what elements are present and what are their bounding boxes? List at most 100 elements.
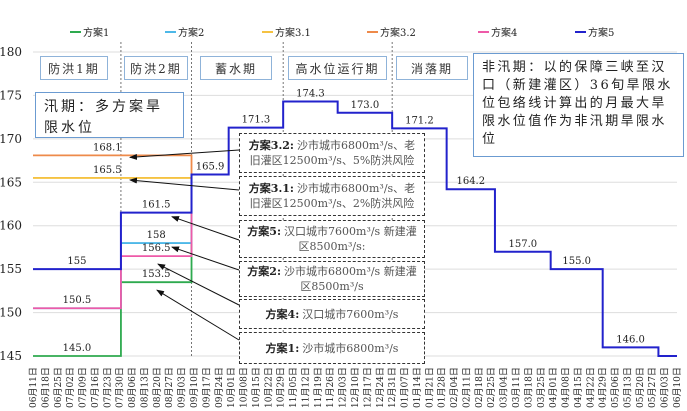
annotation-plan-3-1: 方案3.1:沙市城市6800m³/s、老旧灌区12500m³/s、2%防洪风险 [239,176,425,216]
annotation-title: 方案3.2: [248,139,294,152]
period-drawdown: 消落期 [396,56,468,80]
x-tick-label: 08月27日 [164,367,175,408]
annotation-title: 方案1: [265,341,300,355]
x-tick-label: 11月26日 [325,367,336,408]
y-tick-label: 155 [0,262,22,276]
x-tick-label: 05月06日 [610,367,621,408]
legend-item: 方案3.1 [262,24,311,39]
data-label: 153.5 [142,269,171,280]
x-tick-label: 05月13日 [622,367,633,408]
x-tick-label: 02月25日 [486,367,497,408]
period-storage: 蓄水期 [200,56,272,80]
x-tick-label: 03月11日 [511,367,522,408]
x-tick-label: 12月24日 [375,367,386,408]
x-tick-label: 07月23日 [102,367,113,408]
annotation-title: 方案4: [265,307,300,321]
x-tick-label: 04月29日 [598,367,609,408]
annotation-text: 汉口城市7600m³/s 新建灌区8500m³/s: [284,225,417,253]
legend-swatch [262,30,273,33]
data-label: 161.5 [142,200,171,211]
data-label: 171.3 [242,115,271,126]
data-label: 165.5 [93,165,122,176]
annotation-arrow [129,177,240,191]
x-tick-label: 06月10日 [672,367,683,408]
x-tick-label: 10月15日 [251,367,262,408]
annotation-text: 沙市城市6800m³/s、老旧灌区12500m³/s、2%防洪风险 [249,182,416,210]
annotation-plan-5: 方案5:汉口城市7600m³/s 新建灌区8500m³/s: [239,220,425,258]
data-label: 155 [67,256,86,267]
data-label: 174.3 [296,89,325,100]
annotation-arrow [171,216,240,241]
data-label: 156.5 [142,243,171,254]
annotation-plan-4: 方案4:汉口城市7600m³/s [239,299,425,329]
x-tick-label: 06月25日 [53,367,64,408]
y-tick-label: 170 [0,132,22,146]
legend-label: 方案1 [83,28,110,39]
x-tick-label: 11月12日 [300,367,311,408]
y-tick-label: 150 [0,306,22,320]
x-tick-label: 09月10日 [189,367,200,408]
x-tick-label: 09月03日 [177,367,188,408]
annotation-text: 沙市城市6800m³/s、老旧灌区12500m³/s、5%防洪风险 [249,139,416,167]
x-tick-label: 01月21日 [424,367,435,408]
legend-label: 方案3.2 [380,28,416,39]
y-tick-label: 165 [0,175,22,189]
x-tick-label: 05月27日 [647,367,658,408]
x-tick-label: 06月11日 [28,367,39,408]
period-flood-1: 防洪1期 [40,56,108,80]
annotation-arrow [156,289,240,341]
data-label: 173.0 [351,100,380,111]
legend-item: 方案5 [575,24,614,39]
x-tick-label: 09月17日 [201,367,212,408]
data-label: 150.5 [63,295,92,306]
period-high-level: 高水位运行期 [288,56,387,80]
legend-item: 方案3.2 [367,24,416,39]
legend-label: 方案3.1 [275,28,311,39]
annotation-arrow [129,149,240,160]
non-flood-season-note: 非汛期：以的保障三峡至汉口（新建灌区）36旬旱限水位包络线计算出的月最大旱限水位… [473,53,684,157]
x-tick-label: 03月04日 [499,367,510,408]
x-tick-label: 11月19日 [313,367,324,408]
x-tick-label: 02月11日 [461,367,472,408]
annotation-plan-1: 方案1:沙市城市6800m³/s [239,332,425,364]
x-tick-label: 03月18日 [523,367,534,408]
x-tick-label: 01月28日 [437,367,448,408]
x-tick-label: 10月01日 [226,367,237,408]
y-tick-label: 175 [0,88,22,102]
x-tick-label: 07月16日 [90,367,101,408]
x-tick-label: 01月14日 [412,367,423,408]
legend-swatch [165,30,176,33]
x-tick-label: 12月31日 [387,367,398,408]
legend-swatch [478,30,489,33]
data-label: 168.1 [93,142,122,153]
annotation-plan-3-2: 方案3.2:沙市城市6800m³/s、老旧灌区12500m³/s、5%防洪风险 [239,133,425,173]
x-tick-label: 07月30日 [115,367,126,408]
data-label: 171.2 [405,115,434,126]
x-tick-label: 09月24日 [214,367,225,408]
annotation-arrow [157,263,240,306]
x-tick-label: 03月25日 [536,367,547,408]
x-tick-label: 12月03日 [338,367,349,408]
x-tick-label: 02月18日 [474,367,485,408]
x-tick-label: 12月10日 [350,367,361,408]
annotation-text: 沙市城市6800m³/s [302,341,399,355]
data-label: 146.0 [616,334,645,345]
x-tick-label: 01月07日 [400,367,411,408]
x-tick-label: 06月03日 [660,367,671,408]
legend-label: 方案4 [491,28,518,39]
y-tick-label: 145 [0,349,22,363]
annotation-plan-2: 方案2:沙市城市6800m³/s 新建灌区8500m³/s [239,261,425,297]
data-label: 155.0 [562,256,591,267]
x-tick-label: 08月13日 [139,367,150,408]
series-line-4 [33,174,193,310]
data-label: 165.9 [196,161,225,172]
data-label: 158 [147,230,166,241]
series-line-5 [33,100,677,357]
x-tick-label: 08月06日 [127,367,138,408]
x-tick-label: 04月15日 [573,367,584,408]
legend-label: 方案5 [588,28,615,39]
series-line-3 [33,154,193,175]
period-flood-2: 防洪2期 [124,56,188,80]
legend-item: 方案1 [70,24,109,39]
